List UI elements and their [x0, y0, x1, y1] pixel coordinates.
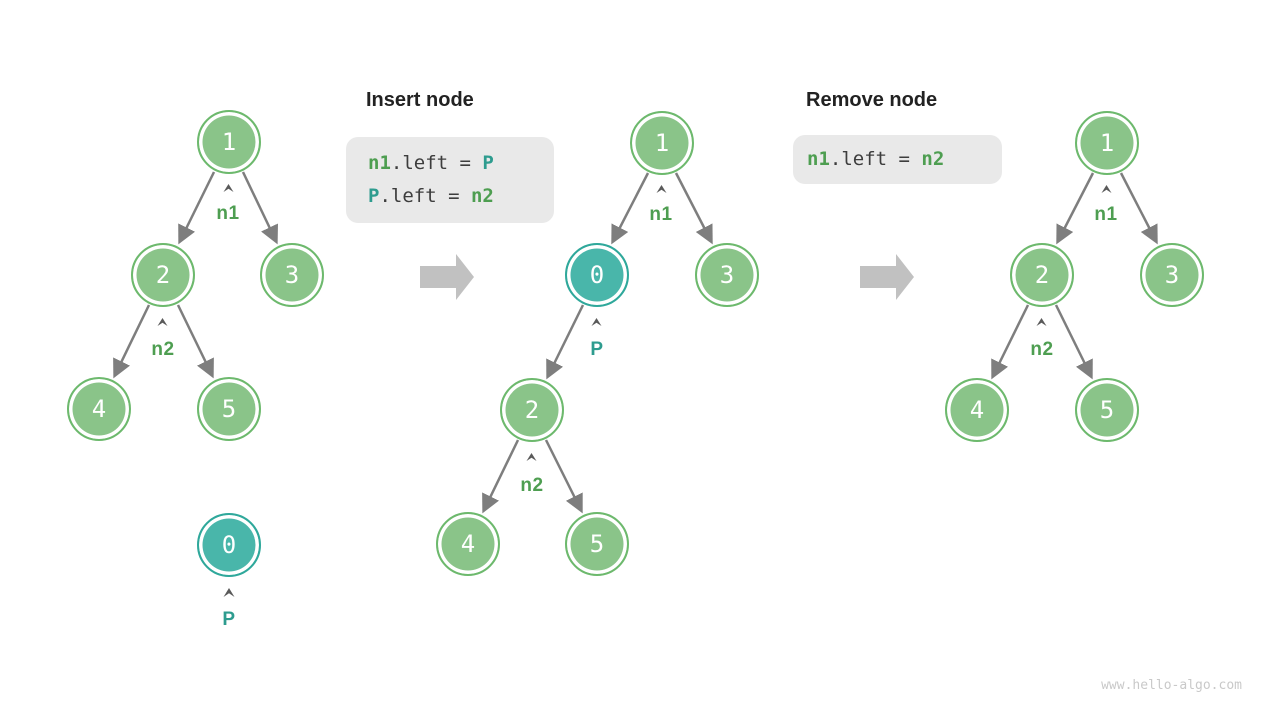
insert-title: Insert node [366, 89, 474, 111]
code-token: n1 [368, 152, 391, 175]
node-4: 4 [67, 377, 131, 441]
watermark: www.hello-algo.com [1101, 678, 1242, 693]
code-token: .left = [379, 185, 471, 207]
remove-code-box: n1.left = n2 [793, 135, 1002, 184]
pointer-label-n1: n1 [1094, 204, 1118, 225]
pointer-label-n2: n2 [1030, 339, 1054, 360]
node-1: 1 [197, 110, 261, 174]
code-token: .left = [829, 148, 922, 171]
node-value: 1 [1099, 129, 1115, 157]
code-token: n2 [921, 148, 945, 171]
pointer-label-n1: n1 [649, 204, 673, 225]
node-4: 4 [436, 512, 500, 576]
node-value: 0 [589, 261, 605, 289]
node-3: 3 [1140, 243, 1204, 307]
node-5: 5 [565, 512, 629, 576]
node-value: 3 [719, 261, 735, 289]
code-line: n1.left = n2 [807, 148, 1002, 171]
node-5: 5 [197, 377, 261, 441]
insert-code-box: n1.left = P P.left = n2 [346, 137, 554, 223]
node-value: 2 [1034, 261, 1050, 289]
remove-title: Remove node [806, 89, 938, 111]
node-value: 4 [969, 396, 985, 424]
up-caret-icon [223, 184, 234, 192]
code-token: n1 [807, 148, 830, 171]
up-caret-icon [656, 185, 667, 193]
node-value: 3 [1164, 261, 1180, 289]
code-line: n1.left = P [368, 152, 554, 175]
node-4: 4 [945, 378, 1009, 442]
transform-arrows [420, 254, 914, 300]
node-value: 5 [589, 530, 605, 558]
node-value: 3 [284, 261, 300, 289]
pointer-label-p: P [590, 339, 604, 360]
code-token: .left = [390, 152, 483, 175]
node-value: 2 [155, 261, 171, 289]
node-3: 3 [260, 243, 324, 307]
node-value: 1 [221, 128, 237, 156]
up-caret-icon [591, 318, 602, 326]
node-value: 1 [654, 129, 670, 157]
node-2: 2 [1010, 243, 1074, 307]
node-1: 1 [1075, 111, 1139, 175]
node-value: 4 [91, 395, 107, 423]
code-line: P.left = n2 [368, 185, 554, 208]
right-block-arrow-icon [420, 254, 474, 300]
code-token: n2 [470, 185, 494, 207]
up-caret-icon [526, 453, 537, 461]
node-value: 0 [221, 531, 237, 559]
node-3: 3 [695, 243, 759, 307]
tree-edges [113, 171, 1158, 514]
up-caret-icon [157, 318, 168, 326]
node-1: 1 [630, 111, 694, 175]
pointer-label-n1: n1 [216, 203, 240, 224]
node-value: 2 [524, 396, 540, 424]
node-0-inserted: 0 [565, 243, 629, 307]
code-token: P [482, 152, 494, 175]
node-value: 5 [1099, 396, 1115, 424]
pointer-label-n2: n2 [151, 339, 175, 360]
node-2: 2 [500, 378, 564, 442]
up-caret-icon [1101, 185, 1112, 193]
pointer-label-p: P [222, 609, 236, 630]
up-caret-icon [223, 588, 235, 597]
node-5: 5 [1075, 378, 1139, 442]
code-token: P [368, 185, 380, 207]
node-0-detached: 0 [197, 513, 261, 577]
node-value: 5 [221, 395, 237, 423]
node-2: 2 [131, 243, 195, 307]
pointer-label-n2: n2 [520, 475, 544, 496]
right-block-arrow-icon [860, 254, 914, 300]
node-value: 4 [460, 530, 476, 558]
up-caret-icon [1036, 318, 1047, 326]
